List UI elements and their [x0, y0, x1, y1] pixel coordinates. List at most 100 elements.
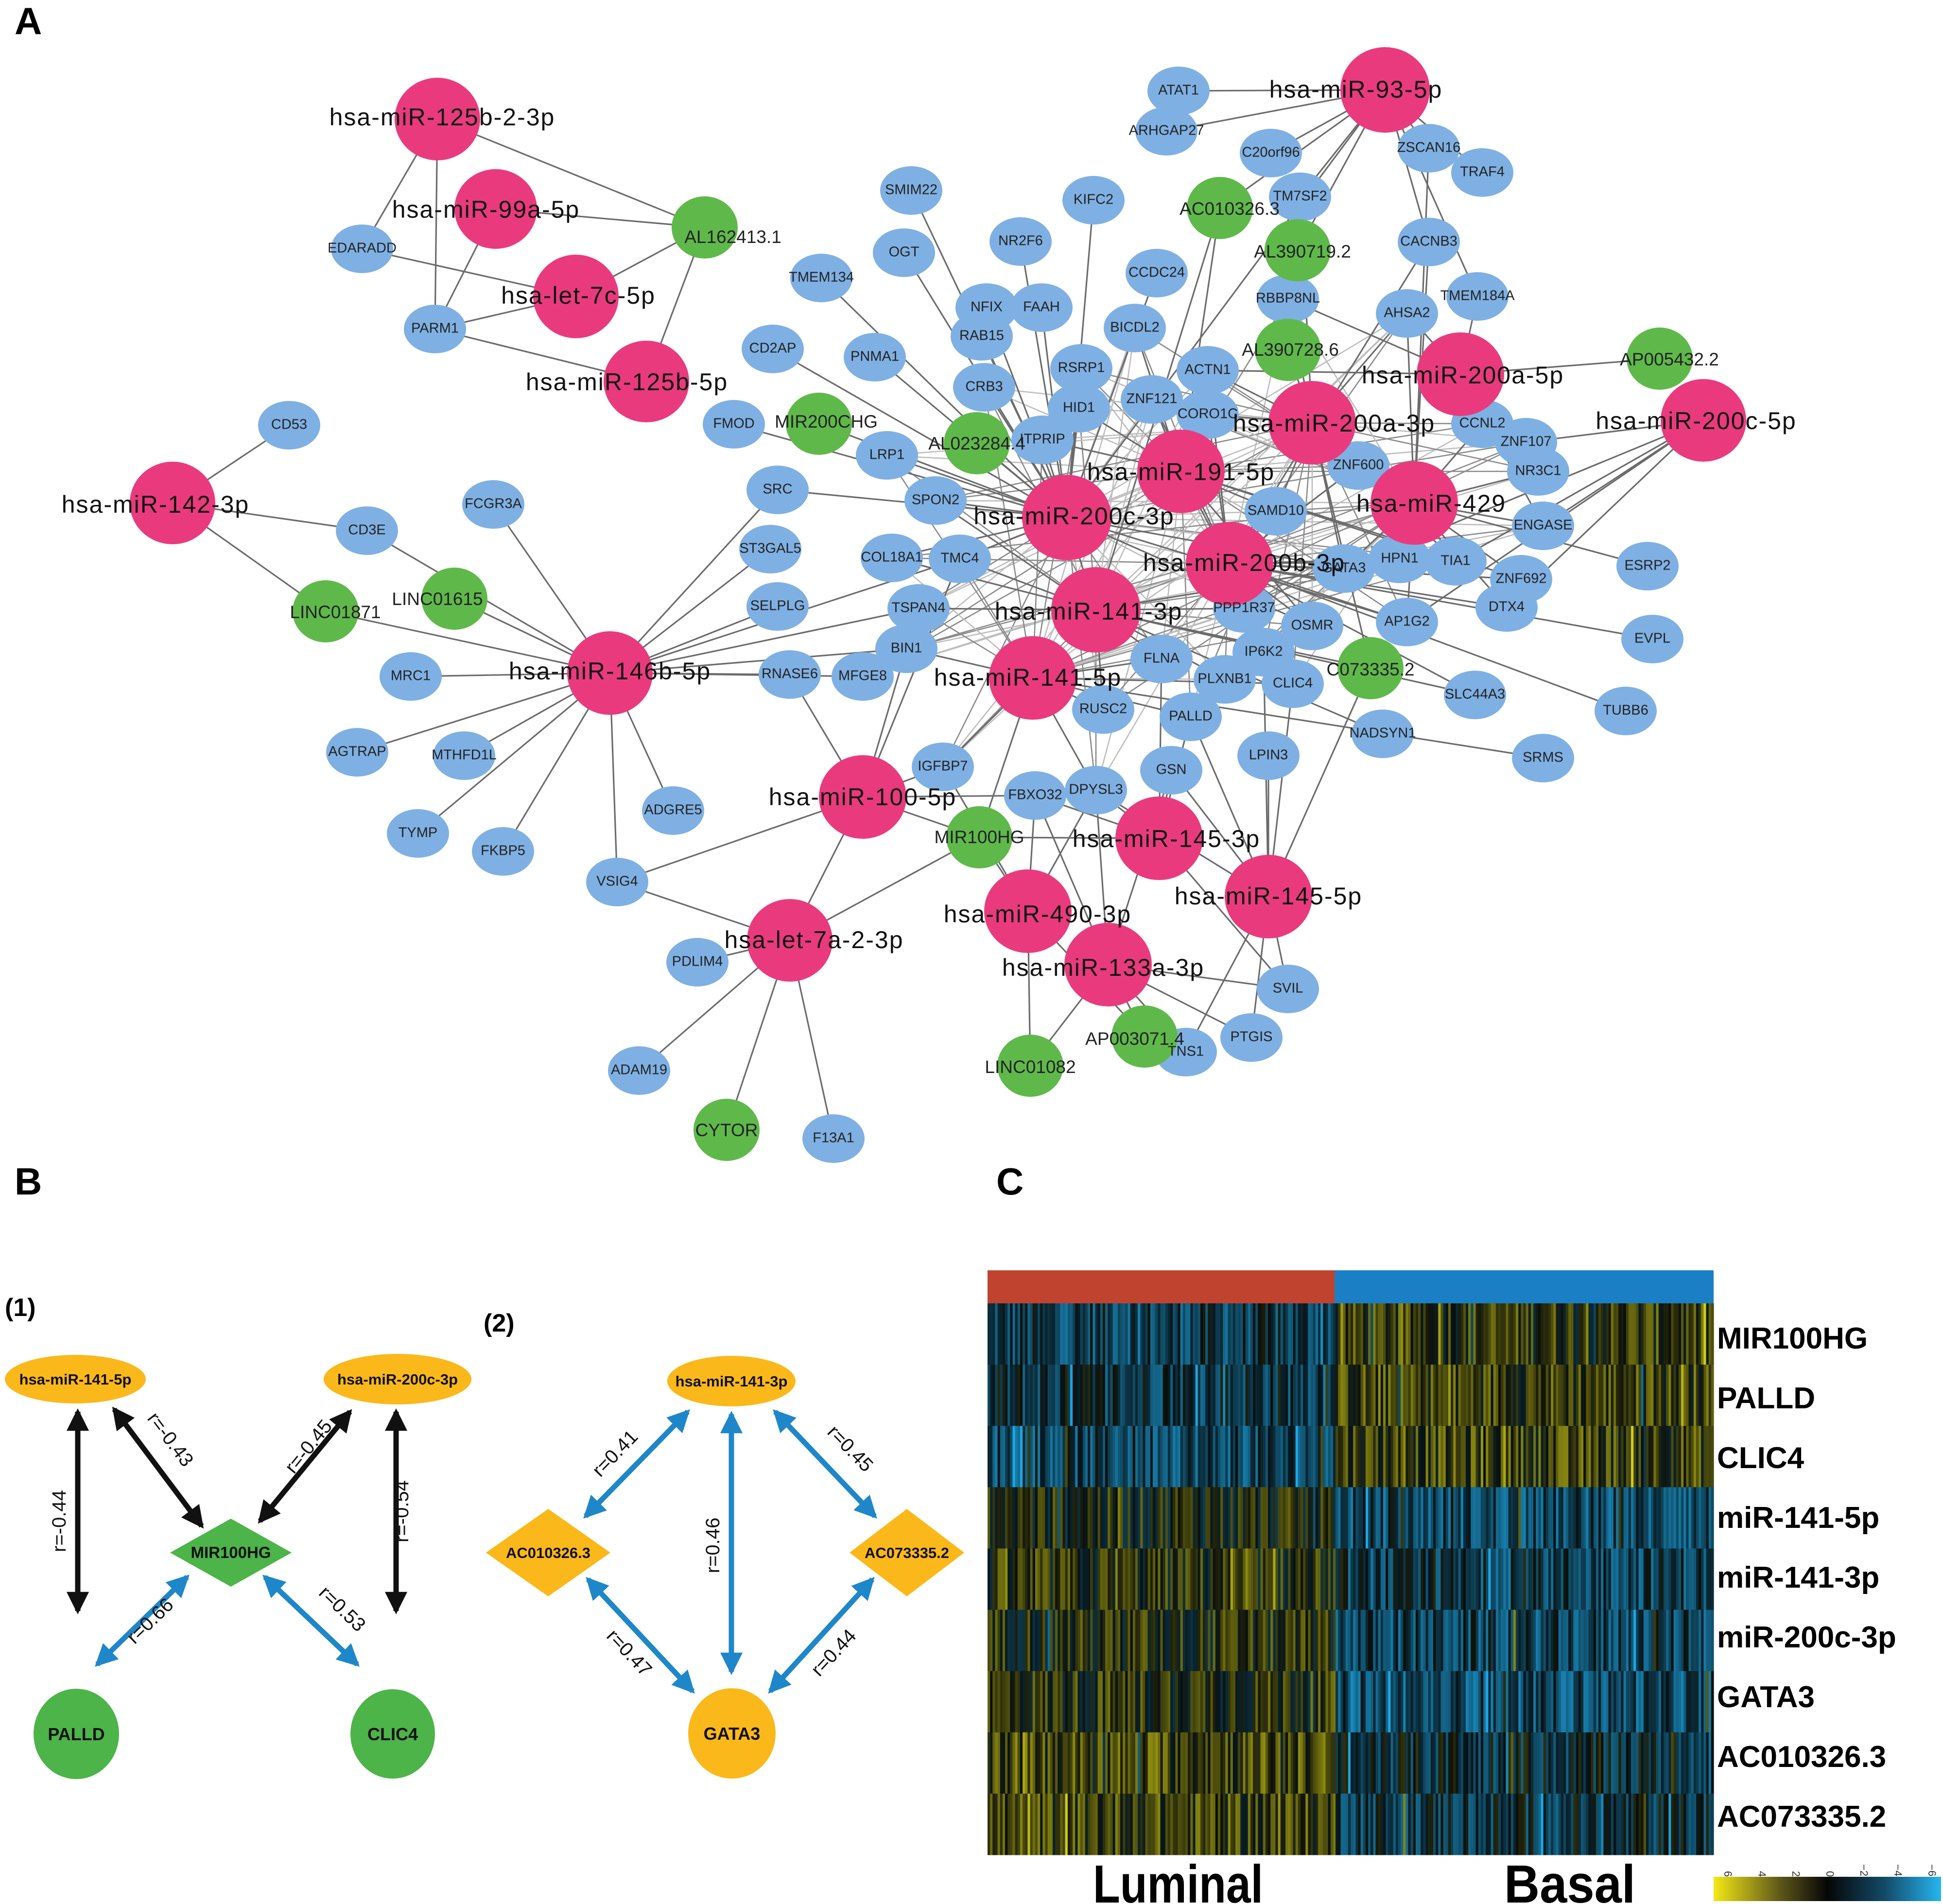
heatmap-cell — [1368, 1365, 1371, 1426]
heatmap-cell — [1683, 1303, 1686, 1365]
heatmap-cell — [1360, 1426, 1364, 1488]
heatmap-cell — [1123, 1671, 1126, 1733]
heatmap-cell — [1213, 1426, 1216, 1488]
heatmap-cell — [1563, 1548, 1566, 1610]
mirna-node-hsa-mir-142-3p — [130, 462, 215, 544]
heatmap-cell — [1128, 1303, 1131, 1365]
heatmap-cell — [1075, 1487, 1078, 1549]
b2-r-mir141-3p-gata3: r=0.46 — [702, 1518, 724, 1574]
heatmap-cell — [988, 1671, 990, 1733]
heatmap-cell — [1501, 1793, 1504, 1855]
gene-node-label: ATAT1 — [1158, 83, 1199, 98]
heatmap-cell — [1108, 1671, 1111, 1733]
gene-node-shape — [1072, 685, 1134, 734]
heatmap-cell — [1200, 1610, 1203, 1672]
heatmap-cell — [1000, 1732, 1003, 1794]
heatmap-cell — [1270, 1732, 1273, 1794]
heatmap-cell — [1553, 1365, 1557, 1426]
panel-a-letter: A — [15, 0, 42, 42]
heatmap-cell — [1293, 1610, 1296, 1672]
heatmap-cell — [1010, 1732, 1013, 1794]
heatmap-cell — [1456, 1426, 1459, 1488]
heatmap-cell — [1545, 1732, 1549, 1794]
heatmap-cell — [1613, 1732, 1616, 1794]
heatmap-cell — [1533, 1671, 1536, 1733]
gene-node-rab15 — [951, 312, 1013, 361]
heatmap-cell — [1182, 1426, 1186, 1488]
heatmap-cell — [1623, 1365, 1627, 1426]
heatmap-cell — [1375, 1365, 1379, 1426]
heatmap-cell — [1223, 1610, 1226, 1672]
heatmap-cell — [1032, 1365, 1036, 1426]
heatmap-cell — [1042, 1365, 1046, 1426]
network-edge — [1229, 563, 1475, 696]
heatmap-cell — [1375, 1610, 1379, 1672]
heatmap-cell — [1027, 1426, 1031, 1488]
heatmap-cell — [1020, 1487, 1023, 1549]
heatmap-cell — [1223, 1732, 1226, 1794]
heatmap-cell — [1483, 1303, 1486, 1365]
heatmap-cell — [1007, 1303, 1010, 1365]
heatmap-cell — [1267, 1365, 1271, 1426]
gene-node-shape — [642, 786, 704, 835]
heatmap-cell — [1213, 1365, 1216, 1426]
heatmap-cell — [1348, 1671, 1351, 1733]
heatmap-cell — [1598, 1793, 1601, 1855]
heatmap-cell — [1100, 1365, 1103, 1426]
heatmap-cell — [1238, 1487, 1241, 1549]
heatmap-cell — [1436, 1610, 1439, 1672]
heatmap-cell — [1067, 1487, 1071, 1549]
gene-node-label: ZNF600 — [1333, 457, 1384, 473]
heatmap-cell — [1538, 1610, 1542, 1672]
heatmap-cell — [1210, 1487, 1214, 1549]
gene-node-shape — [1048, 384, 1110, 433]
heatmap-cell — [1626, 1365, 1629, 1426]
heatmap-cell — [1120, 1671, 1123, 1733]
b1-nodes: hsa-miR-141-5p hsa-miR-200c-3p MIR100HG … — [5, 1354, 471, 1779]
heatmap-cell — [1678, 1793, 1682, 1855]
heatmap-cell — [1573, 1732, 1577, 1794]
heatmap-cell — [1676, 1732, 1679, 1794]
heatmap-cell — [1105, 1732, 1108, 1794]
heatmap-cell — [1138, 1487, 1141, 1549]
heatmap-cell — [1162, 1548, 1166, 1610]
heatmap-cell — [1616, 1487, 1619, 1549]
heatmap-cell — [1265, 1793, 1268, 1855]
heatmap-cell — [1626, 1732, 1629, 1794]
heatmap-cell — [1468, 1303, 1471, 1365]
heatmap-cell — [1526, 1365, 1529, 1426]
heatmap-cell — [1318, 1365, 1321, 1426]
heatmap-cell — [1228, 1793, 1231, 1855]
heatmap-cell — [1325, 1671, 1329, 1733]
heatmap-cell — [1165, 1426, 1168, 1488]
heatmap-cell — [1530, 1610, 1534, 1672]
gene-node-fbxo32 — [1004, 771, 1066, 820]
gene-node-label: LPIN3 — [1249, 747, 1288, 763]
heatmap-cell — [1661, 1365, 1664, 1426]
mirna-node-label: hsa-miR-191-5p — [1087, 458, 1275, 485]
heatmap-cell — [1371, 1793, 1373, 1855]
heatmap-cell — [1140, 1487, 1144, 1549]
heatmap-cell — [1523, 1365, 1527, 1426]
heatmap-cells — [988, 1303, 1714, 1855]
heatmap-cell — [1701, 1793, 1704, 1855]
mirna-node-hsa-mir-141-5p — [989, 636, 1076, 720]
heatmap-cell — [1478, 1303, 1481, 1365]
heatmap-cell — [1443, 1548, 1446, 1610]
heatmap-cell — [1245, 1671, 1249, 1733]
heatmap-cell — [1421, 1793, 1423, 1855]
heatmap-cell — [1032, 1732, 1036, 1794]
heatmap-cell — [1576, 1548, 1579, 1610]
b1-node-mir100hg: MIR100HG — [170, 1519, 292, 1587]
heatmap-cell — [1015, 1732, 1018, 1794]
heatmap-cell — [1115, 1610, 1118, 1672]
heatmap-cell — [1267, 1793, 1271, 1855]
heatmap-cell — [1328, 1671, 1331, 1733]
gene-node-shape — [380, 652, 442, 701]
heatmap-cell — [1440, 1671, 1444, 1733]
heatmap-cell — [1020, 1426, 1023, 1488]
heatmap-cell — [1508, 1732, 1511, 1794]
gene-node-label: ZNF121 — [1127, 391, 1178, 407]
gene-node-label: PARM1 — [411, 321, 459, 336]
